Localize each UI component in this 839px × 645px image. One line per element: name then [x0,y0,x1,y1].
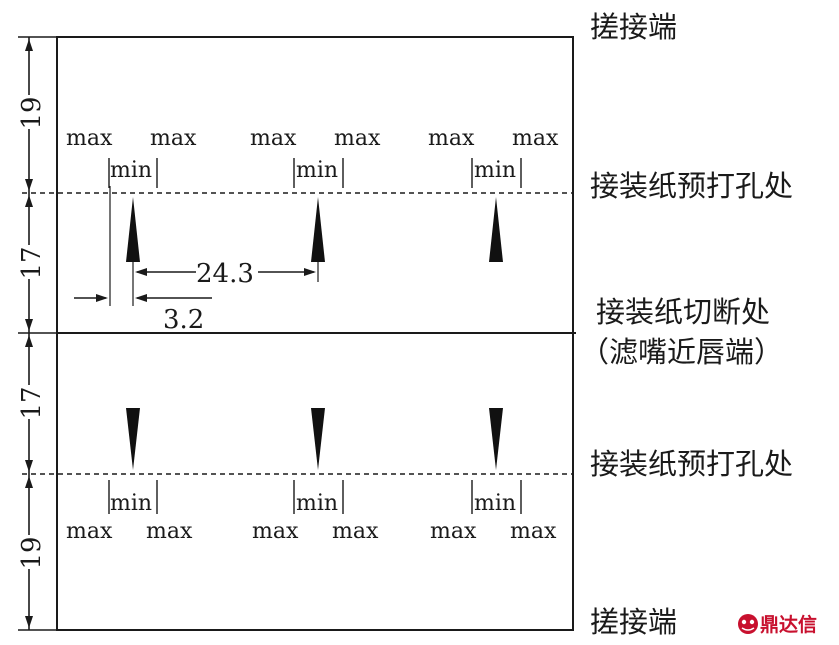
label-cut-line-note: （滤嘴近唇端） [580,335,783,369]
dim-top-section: 17 [17,246,47,279]
dim-bottom-section: 17 [17,386,47,419]
offset-dimension [74,186,212,306]
watermark-text: 鼎达信 [760,613,817,636]
min-label: min [296,491,338,516]
perforation-wedge-top-1 [126,197,140,262]
max-label: max [512,126,559,151]
min-label: min [296,158,338,183]
perforation-wedge-bottom-1 [126,408,140,470]
dim-offset: 3.2 [163,305,204,335]
spacing-dimension [132,262,319,306]
hole-marks-top-2: max max min [250,126,381,188]
label-cut-line: 接装纸切断处 [596,295,770,329]
dim-top-margin: 19 [17,96,47,129]
hole-marks-bottom-3: min max max [430,480,557,544]
watermark-logo: 鼎达信 [738,613,817,636]
max-label: max [66,519,113,544]
watermark-icon [738,614,758,634]
min-label: min [474,158,516,183]
perforation-wedge-bottom-3 [489,408,503,470]
hole-marks-bottom-1: min max max [66,480,193,544]
max-label: max [510,519,557,544]
max-label: max [428,126,475,151]
label-perforation-top: 接装纸预打孔处 [590,169,793,203]
left-dimension-arrows [25,39,33,628]
dim-bottom-margin: 19 [17,536,47,569]
max-label: max [66,126,113,151]
label-perforation-bottom: 接装纸预打孔处 [590,447,793,481]
label-bottom-end: 搓接端 [590,605,677,639]
min-label: min [474,491,516,516]
min-label: min [110,491,152,516]
label-top-end: 搓接端 [590,10,677,44]
hole-marks-top-3: max max min [428,126,559,188]
max-label: max [250,126,297,151]
min-label: min [110,158,152,183]
dim-spacing: 24.3 [196,259,254,289]
hole-marks-top-1: max max min [66,126,197,188]
hole-marks-bottom-2: min max max [252,480,379,544]
max-label: max [252,519,299,544]
perforation-wedge-top-2 [311,197,325,262]
max-label: max [146,519,193,544]
perforation-wedge-bottom-2 [311,408,325,470]
left-dimension-ticks [18,36,57,631]
perforation-wedge-top-3 [489,197,503,262]
max-label: max [334,126,381,151]
max-label: max [430,519,477,544]
max-label: max [332,519,379,544]
max-label: max [150,126,197,151]
